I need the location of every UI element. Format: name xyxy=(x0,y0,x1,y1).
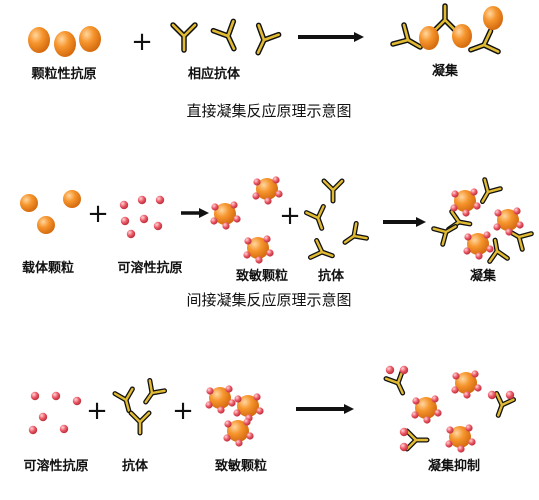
caption-direct: 直接凝集反应原理示意图 xyxy=(186,102,351,120)
caption-indirect: 间接凝集反应原理示意图 xyxy=(186,291,351,309)
particle-antigen xyxy=(28,27,50,53)
plus-sign: + xyxy=(172,396,194,426)
antibody-icon xyxy=(248,25,279,57)
label-antibody: 抗体 xyxy=(318,268,345,284)
label-sensitized-particle: 致敏颗粒 xyxy=(236,268,288,284)
particle-antigen xyxy=(54,31,76,57)
antibody-icon xyxy=(213,21,244,53)
label-agglutination: 凝集 xyxy=(470,268,497,284)
agglutination-result xyxy=(393,6,503,60)
agglutination-ring xyxy=(434,180,532,262)
label-soluble-antigen: 可溶性抗原 xyxy=(23,458,88,474)
label-particle-antigen: 颗粒性抗原 xyxy=(31,66,96,82)
sensitized-particles xyxy=(205,385,263,446)
label-soluble-antigen: 可溶性抗原 xyxy=(117,260,182,276)
label-carrier-particle: 载体颗粒 xyxy=(22,260,74,276)
inhibition-section: 可溶性抗原 + 抗体 + 致敏颗粒 xyxy=(23,365,514,474)
carrier-particles xyxy=(20,190,81,234)
label-agglutination-inhibition: 凝集抑制 xyxy=(428,458,480,474)
plus-sign: + xyxy=(131,27,153,57)
plus-sign: + xyxy=(87,199,109,229)
plus-sign: + xyxy=(279,201,301,231)
label-sensitized-particle: 致敏颗粒 xyxy=(215,458,267,474)
label-agglutination: 凝集 xyxy=(432,63,459,79)
indirect-section: 载体颗粒 + 可溶性抗原 致敏颗粒 + 抗体 xyxy=(20,176,531,309)
antibodies xyxy=(306,181,366,264)
direct-section: 颗粒性抗原 + 相应抗体 凝集 直接凝集反应原理示意图 xyxy=(28,6,503,120)
soluble-antigens xyxy=(119,195,165,239)
antibody-group xyxy=(173,21,279,57)
antibody-icon xyxy=(173,25,195,50)
inhibition-result xyxy=(386,365,514,453)
label-corresponding-antibody: 相应抗体 xyxy=(188,66,241,82)
particle-antigen xyxy=(79,26,101,52)
sensitized-particles xyxy=(210,176,282,263)
plus-sign: + xyxy=(86,396,108,426)
label-antibody: 抗体 xyxy=(122,458,149,474)
particle-antigen-group xyxy=(28,26,101,57)
antibodies xyxy=(115,380,165,433)
soluble-antigens xyxy=(28,391,82,435)
